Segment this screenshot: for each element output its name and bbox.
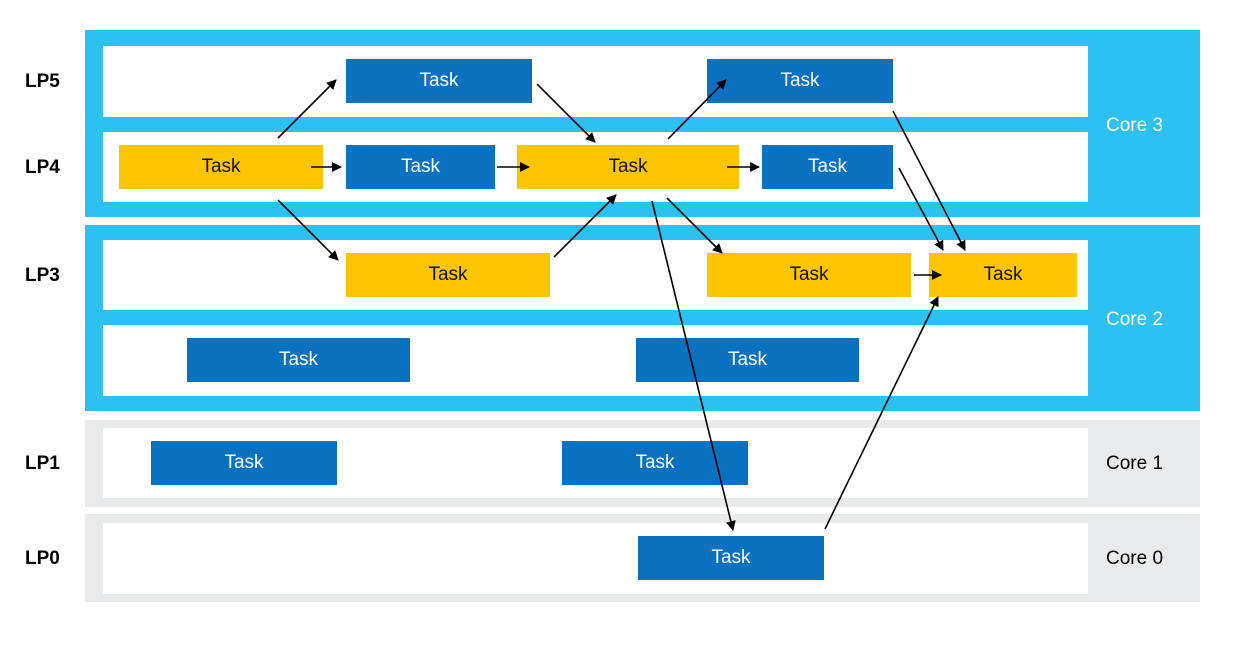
task-lp2-a: Task [187,338,410,382]
task-lp3-b: Task [707,253,911,297]
task-lp4-b: Task [346,145,495,189]
lp5-label: LP5 [25,71,60,92]
arrow-lp4a-to-lp5a [277,79,337,139]
core-2-label: Core 2 [1106,309,1164,330]
task-lp4-c: Task [517,145,739,189]
task-lp5-a: Task [346,59,532,103]
arrow-lp4c-to-lp0a [651,200,736,531]
core-3-label: Core 3 [1106,115,1164,136]
lp3-label: LP3 [25,265,60,286]
arrow-lp0a-to-lp3c [824,296,939,530]
task-lp4-a: Task [119,145,323,189]
arrow-lp5a-to-lp4c [536,83,596,143]
arrow-lp3a-to-lp4c [553,194,617,258]
arrow-lp4d-to-lp3c [898,167,944,251]
task-lp3-c: Task [929,253,1077,297]
lane-lp0 [103,523,1088,594]
arrow-lp5b-to-lp3c [892,110,966,251]
arrow-lp4c-to-lp3b [666,197,723,254]
arrow-lp4a-to-lp3a [277,199,339,261]
task-lp4-d: Task [762,145,893,189]
task-lp1-a: Task [151,441,337,485]
lp1-label: LP1 [25,453,60,474]
core-1-label: Core 1 [1106,453,1164,474]
lane-lp5 [103,46,1088,117]
lp4-label: LP4 [25,157,60,178]
task-lp0-a: Task [638,536,824,580]
arrow-lp4c-to-lp5b [667,79,727,140]
task-lp5-b: Task [707,59,893,103]
task-lp2-b: Task [636,338,859,382]
task-lp3-a: Task [346,253,550,297]
core-0-label: Core 0 [1106,548,1164,569]
lp0-label: LP0 [25,548,60,569]
